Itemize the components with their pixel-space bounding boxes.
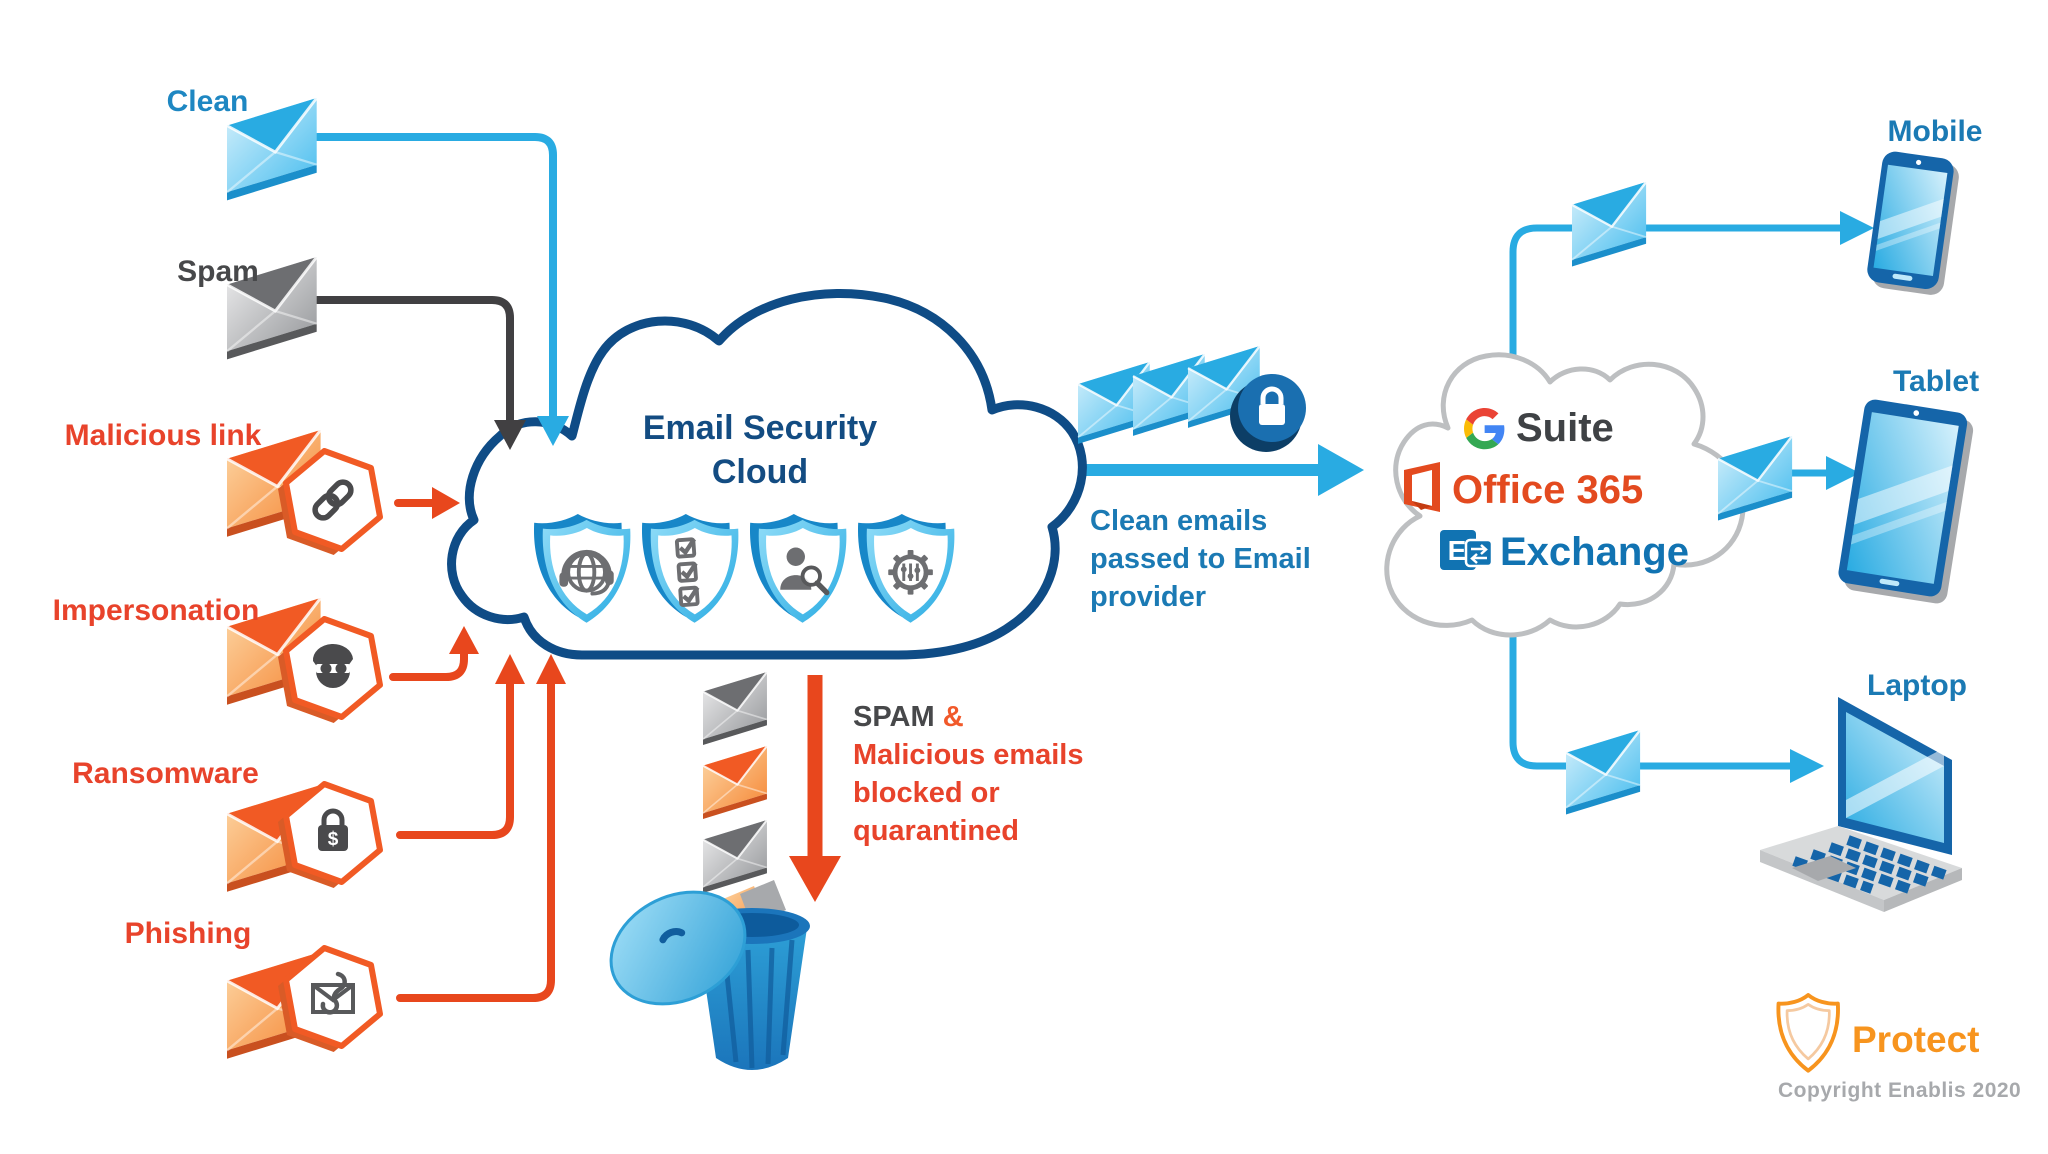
blocked-caption-line1: SPAM & xyxy=(853,698,1084,736)
ransomware-arrowhead xyxy=(495,654,525,684)
blocked-caption: SPAM & Malicious emails blocked or quara… xyxy=(853,698,1084,850)
settings-shield-icon xyxy=(857,514,955,623)
support-shield-icon xyxy=(533,514,631,623)
mobile-line xyxy=(1509,224,1846,372)
clean-pass-caption-line2: passed to Email xyxy=(1090,543,1311,575)
spam-label: Spam xyxy=(177,255,259,288)
laptop-line xyxy=(1509,608,1796,770)
spam-line xyxy=(313,296,514,432)
office-365-icon xyxy=(1404,462,1440,512)
impersonation-label: Impersonation xyxy=(52,594,260,627)
exchange-icon: E xyxy=(1440,530,1494,570)
laptop-label: Laptop xyxy=(1867,669,1967,702)
cloud-title-line1: Email Security xyxy=(642,409,878,447)
clean-pass-caption: Clean emails passed to Email provider xyxy=(1090,502,1311,616)
tablet-line-envelope xyxy=(1716,434,1794,522)
clean-pass-caption-line1: Clean emails xyxy=(1090,505,1268,537)
gsuite-label: Suite xyxy=(1516,406,1614,450)
copyright-text: Copyright Enablis 2020 xyxy=(1778,1079,2022,1102)
mobile-label: Mobile xyxy=(1887,115,1983,148)
spam-arrowhead xyxy=(494,420,526,450)
laptop-device-icon xyxy=(1760,697,1962,912)
blocked-spam-word: SPAM xyxy=(853,701,935,733)
clean-line xyxy=(313,133,557,428)
arrow-heads xyxy=(432,211,1874,783)
laptop-touchpad xyxy=(1792,856,1856,881)
tablet-label: Tablet xyxy=(1892,365,1980,398)
tablet-device-icon xyxy=(1838,399,1974,604)
malicious-link-label: Malicious link xyxy=(64,419,262,452)
office-365-label: Office 365 xyxy=(1452,468,1644,512)
user-scan-shield-icon xyxy=(749,514,847,623)
blocked-envelope-gray-1 xyxy=(701,670,768,747)
clean-label: Clean xyxy=(166,85,249,118)
exchange-label: Exchange xyxy=(1500,530,1689,574)
mobile-line-envelope xyxy=(1570,180,1648,268)
ransomware-line xyxy=(396,674,514,839)
ransom-currency-glyph: $ xyxy=(328,829,339,850)
clean-pass-arrowhead xyxy=(1318,444,1364,496)
google-g-icon xyxy=(1464,408,1505,450)
blocked-caption-line3: blocked or xyxy=(853,777,1000,809)
trash-lid xyxy=(609,890,747,1006)
blocked-flow xyxy=(701,670,841,902)
mobile-device-icon xyxy=(1867,151,1959,295)
phishing-line xyxy=(396,674,555,1002)
clean-pass-group xyxy=(1076,344,1306,452)
impersonation-line xyxy=(389,646,468,681)
malicious-link-arrowhead xyxy=(432,487,460,519)
phishing-hook-icon xyxy=(278,948,380,1052)
protect-brand: Protect xyxy=(1852,1019,1980,1060)
phishing-label: Phishing xyxy=(124,917,252,950)
tablet-arrowhead xyxy=(1826,456,1860,490)
blocked-envelope-gray-2 xyxy=(701,818,768,895)
spy-icon xyxy=(278,619,380,723)
impersonation-arrowhead xyxy=(449,626,479,654)
cloud-title-line2: Cloud xyxy=(711,453,809,491)
blocked-envelope-orange xyxy=(701,744,768,821)
clean-pass-caption-line3: provider xyxy=(1090,581,1207,613)
blocked-caption-line4: quarantined xyxy=(853,815,1019,847)
exchange-letter: E xyxy=(1448,535,1467,566)
link-icon xyxy=(278,451,380,555)
blocked-caption-line2: Malicious emails xyxy=(853,739,1084,771)
clean-arrowhead xyxy=(537,416,569,446)
ransom-lock-icon: $ xyxy=(278,784,380,888)
trash-icon xyxy=(609,880,810,1070)
laptop-line-envelope xyxy=(1564,728,1642,816)
phishing-arrowhead xyxy=(536,654,566,684)
checklist-shield-icon xyxy=(641,514,739,623)
laptop-arrowhead xyxy=(1790,749,1824,783)
lock-badge-icon xyxy=(1230,374,1306,452)
blocked-amp: & xyxy=(942,701,964,733)
cloud-title: Email Security Cloud xyxy=(545,406,975,494)
mobile-arrowhead xyxy=(1840,211,1874,245)
ransomware-label: Ransomware xyxy=(72,757,259,790)
protect-shield-icon xyxy=(1776,993,1840,1073)
connector-lines xyxy=(313,133,1846,1002)
